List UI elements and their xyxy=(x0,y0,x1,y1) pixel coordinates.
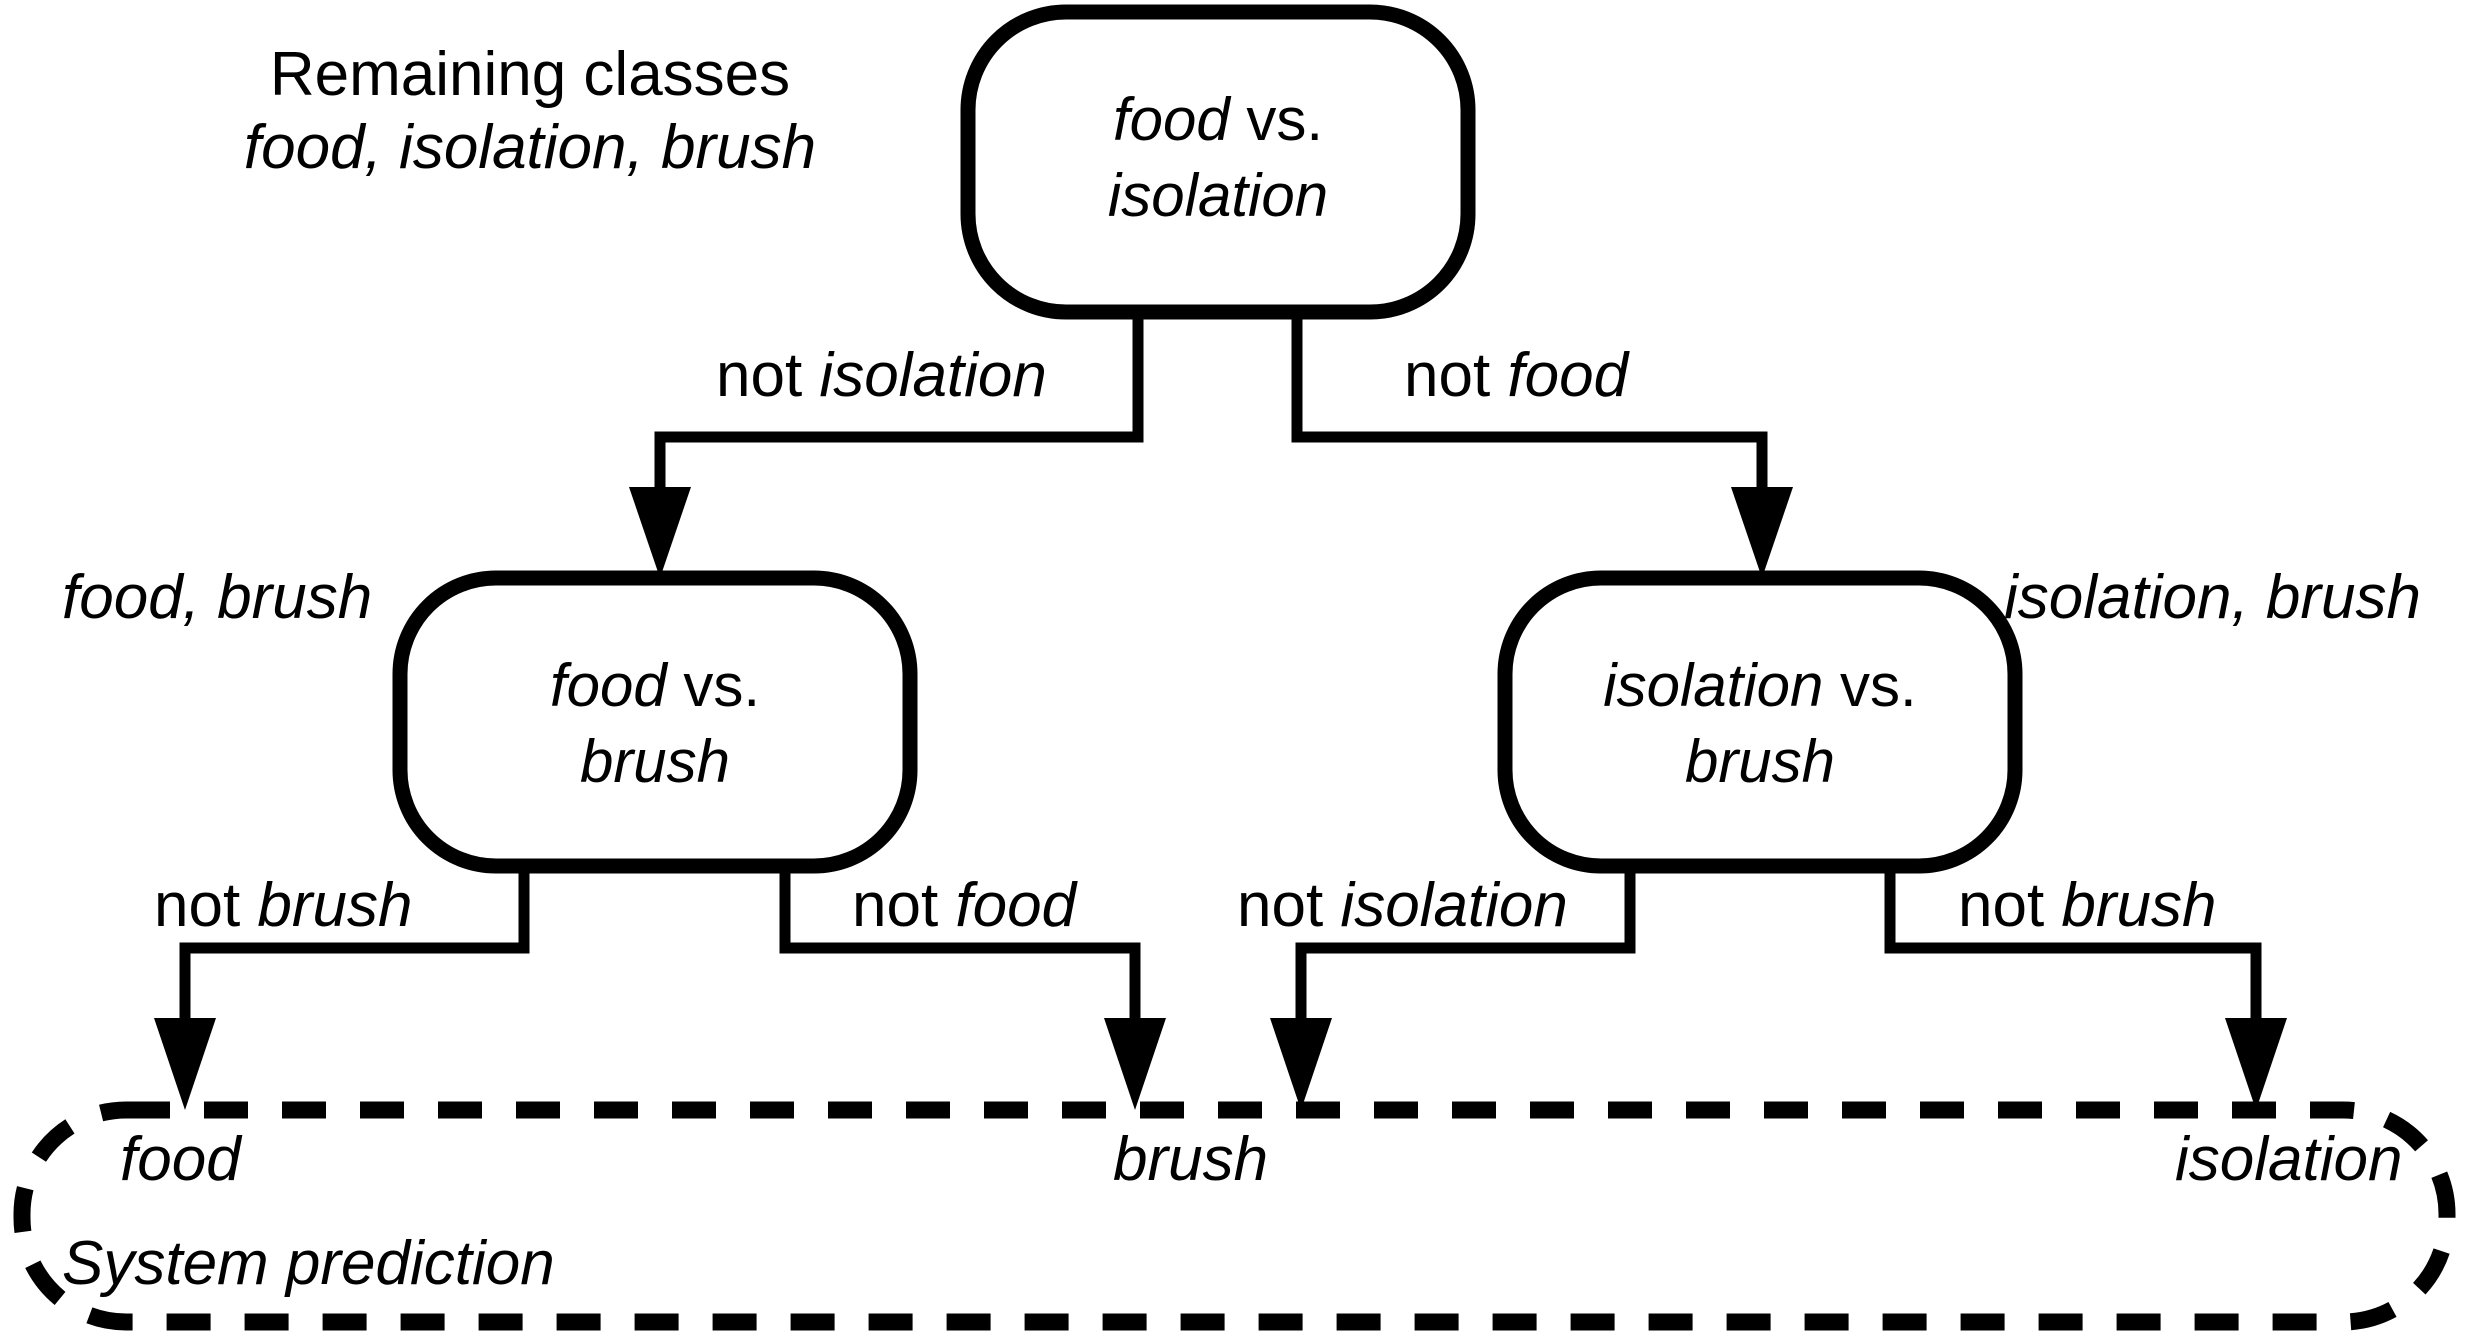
connector-left-to-food xyxy=(179,866,530,1018)
node-left-class-b: brush xyxy=(579,727,731,795)
edge-label-left-to-brush: not food xyxy=(852,870,1076,941)
connector-root-to-left xyxy=(654,312,1144,487)
connector-left-to-brush xyxy=(779,866,1141,1018)
system-prediction-caption: System prediction xyxy=(62,1229,555,1298)
arrowhead-root-to-right xyxy=(1731,487,1793,578)
arrowhead-right-to-brush xyxy=(1270,1018,1332,1110)
edge-label-left-to-food-class: brush xyxy=(257,871,413,940)
edge-label-right-to-brush-prefix: not xyxy=(1237,871,1341,940)
edge-label-root-to-right-class: food xyxy=(1507,341,1629,410)
node-right-label-line1: isolation vs. xyxy=(1505,648,2015,724)
prediction-outcome-isolation: isolation xyxy=(2175,1125,2403,1194)
edge-label-right-to-isolation-class: brush xyxy=(2061,871,2217,940)
node-right-class-b: brush xyxy=(1684,727,1836,795)
arrowhead-left-to-food xyxy=(154,1018,216,1110)
edge-label-right-to-brush-class: isolation xyxy=(1340,871,1568,940)
node-left-label: food vs. brush xyxy=(400,648,910,799)
node-root-shape[interactable] xyxy=(960,4,1476,320)
arrowhead-right-to-isolation xyxy=(2225,1018,2287,1110)
edge-label-left-to-brush-class: food xyxy=(955,871,1077,940)
node-right-vs: vs. xyxy=(1823,652,1917,719)
edge-label-root-to-right: not food xyxy=(1404,340,1628,411)
node-left-label-line1: food vs. xyxy=(400,648,910,724)
node-root-label: food vs. isolation xyxy=(968,82,1468,233)
edge-label-root-to-left-class: isolation xyxy=(819,341,1047,410)
edge-label-root-to-left: not isolation xyxy=(716,340,1047,411)
arrowhead-root-to-left xyxy=(629,487,691,578)
set-label-left: food, brush xyxy=(62,563,373,632)
node-root-class-a: food xyxy=(1112,86,1230,153)
node-right-class-a: isolation xyxy=(1603,652,1824,719)
edge-label-right-to-brush: not isolation xyxy=(1237,870,1568,941)
edge-label-root-to-right-prefix: not xyxy=(1404,341,1508,410)
connector-right-to-isolation xyxy=(1884,866,2262,1018)
node-root-class-b: isolation xyxy=(1107,161,1329,229)
prediction-outcome-food: food xyxy=(120,1125,241,1194)
node-right-label: isolation vs. brush xyxy=(1505,648,2015,799)
node-left-class-a: food xyxy=(549,652,667,719)
edge-label-right-to-isolation: not brush xyxy=(1958,870,2217,941)
connector-right-to-brush xyxy=(1295,866,1636,1018)
edge-label-left-to-food: not brush xyxy=(154,870,413,941)
node-right-shape[interactable] xyxy=(1497,570,2023,874)
connector-root-to-right xyxy=(1291,312,1768,487)
node-root-vs: vs. xyxy=(1229,86,1324,153)
node-left-vs: vs. xyxy=(666,652,761,719)
arrowhead-left-to-brush xyxy=(1104,1018,1166,1110)
edge-label-root-to-left-prefix: not xyxy=(716,341,820,410)
remaining-classes-caption: Remaining classes food, isolation, brush xyxy=(180,38,880,184)
remaining-classes-list: food, isolation, brush xyxy=(243,113,817,183)
prediction-box-shape[interactable] xyxy=(13,1101,2456,1331)
remaining-classes-title: Remaining classes xyxy=(269,40,791,109)
node-root-label-line1: food vs. xyxy=(968,82,1468,158)
edge-label-right-to-isolation-prefix: not xyxy=(1958,871,2062,940)
set-label-right: isolation, brush xyxy=(2004,563,2422,632)
prediction-outcome-brush: brush xyxy=(1113,1125,1269,1194)
edge-label-left-to-food-prefix: not xyxy=(154,871,258,940)
edge-label-left-to-brush-prefix: not xyxy=(852,871,956,940)
node-left-shape[interactable] xyxy=(392,570,918,874)
